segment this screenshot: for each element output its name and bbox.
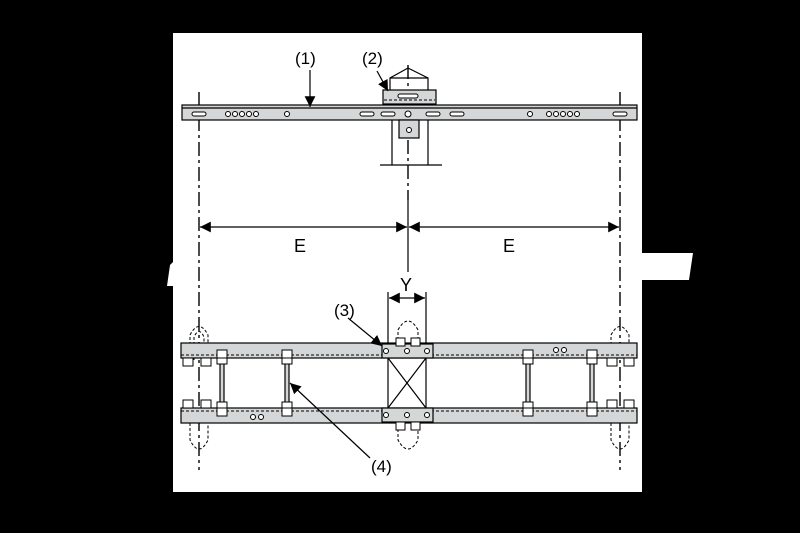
leader-part-4 [289,382,371,459]
label-part-3: (3) [334,301,355,320]
top-view [181,67,638,166]
dimension-label-e-right: E [503,236,515,256]
label-part-2: (2) [362,49,383,68]
scan-artifact-left [167,262,173,286]
bolts [182,337,635,431]
side-view [180,320,638,450]
scan-artifact-right [642,253,693,280]
dimension-label-y: Y [400,275,412,295]
dimension-label-e-left: E [294,236,306,256]
center-lines [198,65,621,470]
label-part-4: (4) [371,457,392,476]
rail-holes [191,110,628,118]
leader-part-2 [376,70,389,92]
label-part-1: (1) [295,49,316,68]
leader-part-3 [347,317,383,347]
